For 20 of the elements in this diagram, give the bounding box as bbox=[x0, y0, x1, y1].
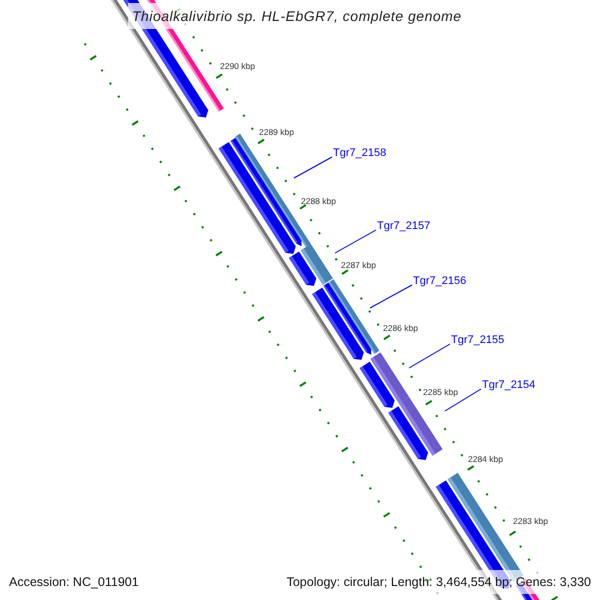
gene-label: Tgr7_2156 bbox=[413, 274, 466, 288]
scale-label: 2288 kbp bbox=[301, 196, 336, 206]
gene-label: Tgr7_2154 bbox=[482, 378, 536, 392]
scale-label: 2284 kbp bbox=[468, 454, 503, 464]
scale-label: 2289 kbp bbox=[259, 127, 294, 137]
leader-line bbox=[370, 284, 412, 308]
leader-line bbox=[408, 344, 450, 368]
gene-label: Tgr7_2157 bbox=[377, 219, 430, 233]
leader-line bbox=[444, 388, 482, 412]
scale-label: 2283 kbp bbox=[513, 516, 548, 526]
info-text: Topology: circular; Length: 3,464,554 bp; Genes: 3,330 bbox=[286, 574, 591, 591]
scale-label: 2290 kbp bbox=[220, 61, 255, 71]
gene-label: Tgr7_2158 bbox=[333, 146, 386, 160]
scale-label: 2286 kbp bbox=[383, 323, 418, 333]
leader-line bbox=[294, 156, 332, 178]
info-text: Accession: NC_011901 bbox=[9, 574, 139, 591]
scale-label: 2285 kbp bbox=[423, 387, 458, 397]
leader-line bbox=[334, 230, 376, 254]
scale-label: 2287 kbp bbox=[341, 260, 376, 270]
gene-label: Tgr7_2155 bbox=[451, 333, 504, 347]
